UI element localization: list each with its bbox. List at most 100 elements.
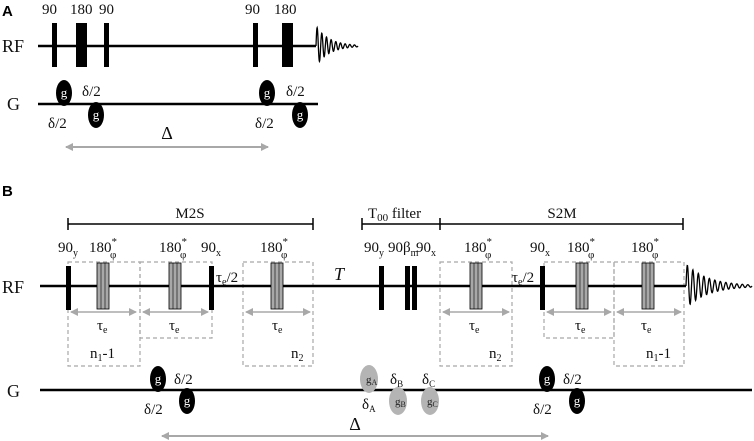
- tau-label-6: τe: [641, 318, 652, 336]
- b-big-delta-label: Δ: [349, 414, 361, 434]
- b-label-180phi-3: 180*φ: [260, 236, 288, 261]
- a-pulse-90-1: [52, 23, 57, 67]
- b-pulse-90y-1: [66, 266, 71, 310]
- a-fid-signal: [315, 25, 359, 64]
- b-delta-A-label: δA: [362, 397, 376, 414]
- b-pulse-90x-1: [209, 266, 214, 310]
- b-gradient-2: [179, 388, 195, 414]
- b-label-90y-1: 90y: [58, 240, 78, 259]
- b-delta-label-2: δ/2: [144, 402, 163, 418]
- tau-half-label-1: τe/2: [216, 270, 238, 288]
- a-gradient-2-label: g: [93, 107, 100, 122]
- b-gradient-1-label: g: [155, 371, 162, 386]
- b-gradient-A-label: gA: [366, 374, 378, 387]
- b-gradient-A: [360, 365, 378, 393]
- loop-box-n1-left: [67, 261, 141, 367]
- b-label-90x-2: 90x: [416, 240, 436, 259]
- b-pulse-betam: [412, 266, 417, 310]
- panel-a-g-label: G: [7, 94, 20, 114]
- b-pulse-180phi-1: [96, 262, 110, 310]
- b-label-90x-1: 90x: [201, 240, 221, 259]
- loop-box-left-2: [139, 261, 213, 339]
- a-pulse-label-90-2: 90: [99, 2, 114, 18]
- a-pulse-label-180-2: 180: [274, 2, 297, 18]
- b-gradient-3: [539, 366, 555, 392]
- tau-label-2: τe: [169, 318, 180, 336]
- a-pulse-180-1: [76, 23, 87, 67]
- loop-box-n1-right: [613, 261, 685, 367]
- tau-label-4: τe: [469, 318, 480, 336]
- b-gradient-C-label: gC: [427, 396, 438, 409]
- b-delta-B-label: δB: [390, 372, 403, 389]
- tau-label-5: τe: [575, 318, 586, 336]
- mixing-time-label: T: [334, 264, 346, 284]
- a-pulse-90-3: [253, 23, 258, 67]
- a-delta-label-3: δ/2: [286, 84, 305, 100]
- b-gradient-C: [421, 387, 439, 415]
- a-pulse-label-180-1: 180: [70, 2, 93, 18]
- panel-b-rf-label: RF: [2, 277, 24, 297]
- b-fid-signal: [685, 264, 753, 306]
- b-pulse-90x-3: [540, 266, 545, 310]
- b-delta-label-4: δ/2: [533, 402, 552, 418]
- panel-b-g-label: G: [7, 381, 20, 401]
- m2s-label: M2S: [175, 206, 204, 222]
- b-gradient-3-label: g: [544, 371, 551, 386]
- b-label-90y-2: 90y: [364, 240, 384, 259]
- panel-b-letter: B: [2, 183, 13, 200]
- b-label-90x-3: 90x: [530, 240, 550, 259]
- b-gradient-1: [150, 366, 166, 392]
- b-label-180phi-2: 180*φ: [159, 236, 187, 261]
- a-delta-label-4: δ/2: [255, 116, 274, 132]
- a-gradient-4-label: g: [297, 107, 304, 122]
- a-gradient-4: [292, 102, 308, 128]
- a-pulse-90-2: [104, 23, 109, 67]
- a-gradient-1-label: g: [61, 85, 68, 100]
- a-gradient-3: [259, 80, 275, 106]
- panel-a-rf-label: RF: [2, 36, 24, 56]
- b-gradient-B-label: gB: [395, 396, 406, 409]
- panel-a: A RF G 90 180 90 90 180 g g g g δ/2 δ/2 …: [2, 2, 359, 151]
- a-delta-label-1: δ/2: [82, 84, 101, 100]
- loop-box-n2-left: [242, 261, 314, 367]
- panel-a-letter: A: [2, 3, 13, 20]
- loop-n2-right-label: n2: [489, 346, 502, 364]
- b-pulse-180phi-6: [641, 262, 655, 310]
- a-pulse-label-90-3: 90: [245, 2, 260, 18]
- b-label-180phi-4: 180*φ: [464, 236, 492, 261]
- a-gradient-1: [56, 80, 72, 106]
- b-pulse-90y-2: [379, 266, 384, 310]
- s2m-label: S2M: [547, 206, 576, 222]
- b-label-90-betam: 90βm: [388, 240, 419, 259]
- b-delta-C-label: δC: [422, 372, 435, 389]
- b-label-180phi-6: 180*φ: [631, 236, 659, 261]
- a-pulse-180-2: [282, 23, 293, 67]
- t00-filter-label: T00 filter: [368, 206, 421, 224]
- b-pulse-180phi-3: [270, 262, 284, 310]
- b-gradient-2-label: g: [184, 393, 191, 408]
- b-pulse-180phi-4: [469, 262, 483, 310]
- b-gradient-4: [569, 388, 585, 414]
- loop-box-n2-right: [439, 261, 513, 367]
- tau-half-label-2: τe/2: [512, 270, 534, 288]
- a-gradient-3-label: g: [264, 85, 271, 100]
- b-delta-label-1: δ/2: [174, 372, 193, 388]
- b-gradient-B: [389, 387, 407, 415]
- loop-n2-left-label: n2: [291, 346, 304, 364]
- b-label-180phi-5: 180*φ: [567, 236, 595, 261]
- b-pulse-90: [405, 266, 410, 310]
- b-label-180phi-1: 180*φ: [89, 236, 117, 261]
- panel-b: B RF G M2S T00 filter S2M 90y 180*φ 180*…: [2, 183, 753, 440]
- b-pulse-180phi-5: [575, 262, 589, 310]
- loop-n1-left-label: n1-1: [90, 346, 115, 364]
- a-delta-label-2: δ/2: [48, 116, 67, 132]
- a-pulse-label-90-1: 90: [42, 2, 57, 18]
- loop-n1-right-label: n1-1: [646, 346, 671, 364]
- b-pulse-180phi-2: [168, 262, 182, 310]
- b-delta-label-3: δ/2: [563, 372, 582, 388]
- tau-label-1: τe: [97, 318, 108, 336]
- a-gradient-2: [88, 102, 104, 128]
- tau-label-3: τe: [272, 318, 283, 336]
- b-gradient-4-label: g: [574, 393, 581, 408]
